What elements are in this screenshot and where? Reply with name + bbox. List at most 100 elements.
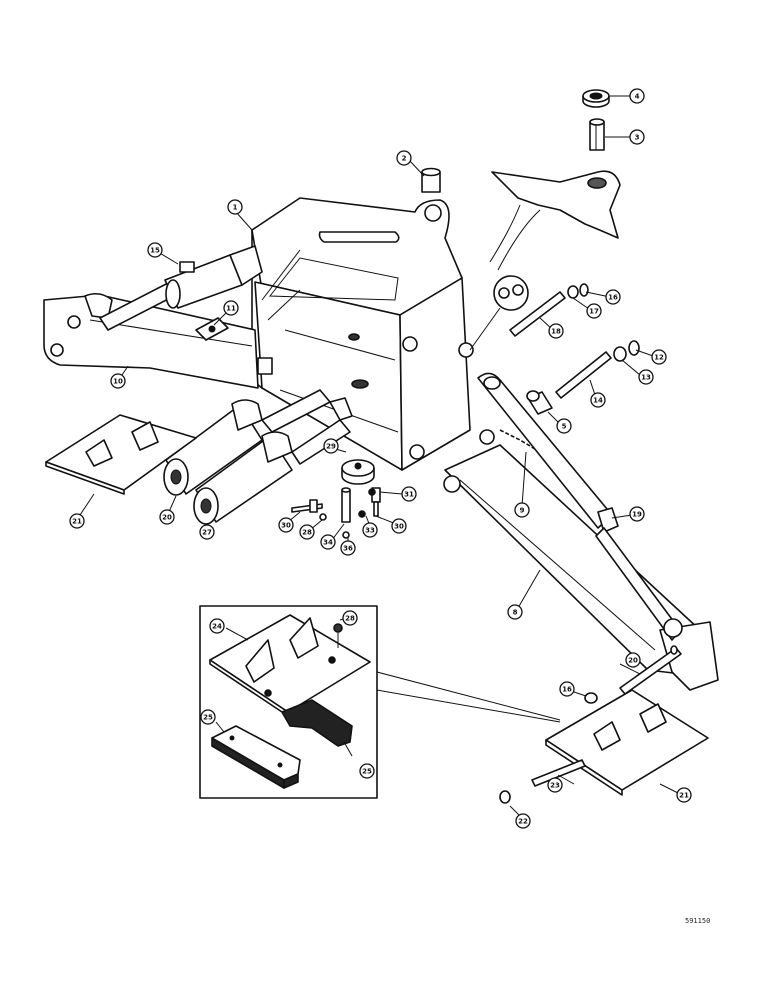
callout-balloon bbox=[548, 323, 564, 339]
callout-31: 31 bbox=[401, 486, 417, 502]
washer-part-22 bbox=[499, 790, 511, 804]
callout-balloon bbox=[199, 524, 215, 540]
callout-23: 23 bbox=[547, 777, 563, 793]
callout-number: 21 bbox=[72, 518, 82, 526]
cylinder-part-19 bbox=[477, 372, 683, 641]
callout-15: 15 bbox=[147, 242, 163, 258]
callout-balloon bbox=[223, 300, 239, 316]
callout-number: 17 bbox=[589, 308, 599, 316]
callout-number: 21 bbox=[679, 792, 689, 800]
callout-balloon bbox=[605, 289, 621, 305]
callout-number: 33 bbox=[365, 527, 375, 535]
link-arm-part-10 bbox=[43, 292, 259, 389]
callout-number: 15 bbox=[150, 247, 160, 255]
callout-number: 20 bbox=[628, 657, 638, 665]
main-frame-part-1 bbox=[251, 197, 495, 471]
callout-balloon bbox=[559, 681, 575, 697]
callout-2: 2 bbox=[396, 150, 412, 166]
callout-balloon bbox=[391, 518, 407, 534]
callout-14: 14 bbox=[590, 392, 606, 408]
callout-balloon bbox=[590, 392, 606, 408]
callout-24: 24 bbox=[209, 618, 225, 634]
plate-part-29 bbox=[341, 459, 375, 485]
callout-number: 25 bbox=[203, 714, 213, 722]
callout-balloon bbox=[396, 150, 412, 166]
pad-part-21-right bbox=[545, 689, 709, 796]
callout-13: 13 bbox=[638, 369, 654, 385]
callout-27: 27 bbox=[199, 524, 215, 540]
callout-20: 20 bbox=[625, 652, 641, 668]
bushing-detail-6 bbox=[469, 275, 529, 351]
callout-25: 25 bbox=[359, 763, 375, 779]
washer-part-16-lower bbox=[584, 692, 598, 704]
callout-36: 36 bbox=[340, 540, 356, 556]
callout-number: 29 bbox=[326, 443, 336, 451]
callout-balloon bbox=[159, 509, 175, 525]
callout-balloon bbox=[342, 610, 358, 626]
callout-number: 3 bbox=[635, 134, 640, 142]
callout-28: 28 bbox=[299, 524, 315, 540]
callout-balloon bbox=[359, 763, 375, 779]
callout-34: 34 bbox=[320, 534, 336, 550]
callout-number: 16 bbox=[608, 294, 618, 302]
callout-number: 25 bbox=[362, 768, 372, 776]
callout-balloon bbox=[200, 709, 216, 725]
callout-20: 20 bbox=[159, 509, 175, 525]
callout-balloon bbox=[278, 517, 294, 533]
callout-16: 16 bbox=[605, 289, 621, 305]
callout-number: 36 bbox=[343, 545, 353, 553]
callout-number: 19 bbox=[632, 511, 642, 519]
bushing-part-2 bbox=[421, 167, 441, 193]
callout-number: 22 bbox=[518, 818, 528, 826]
pad-part-21-left bbox=[45, 414, 197, 495]
callout-number: 10 bbox=[113, 378, 123, 386]
pin-part-23 bbox=[531, 759, 586, 787]
callout-balloon bbox=[629, 129, 645, 145]
washer-part-17 bbox=[567, 285, 579, 299]
washer-part-13 bbox=[613, 346, 627, 362]
callout-balloon bbox=[547, 777, 563, 793]
callout-9: 9 bbox=[514, 502, 530, 518]
callout-number: 5 bbox=[562, 423, 567, 431]
callout-number: 9 bbox=[520, 507, 525, 515]
callout-number: 4 bbox=[635, 93, 640, 101]
callout-balloon bbox=[110, 373, 126, 389]
callout-number: 30 bbox=[394, 523, 404, 531]
callout-number: 31 bbox=[404, 491, 414, 499]
callout-number: 28 bbox=[302, 529, 312, 537]
callout-number: 20 bbox=[162, 514, 172, 522]
callout-number: 28 bbox=[345, 615, 355, 623]
callout-19: 19 bbox=[629, 506, 645, 522]
callout-28: 28 bbox=[342, 610, 358, 626]
callout-balloon bbox=[629, 88, 645, 104]
callout-balloon bbox=[340, 540, 356, 556]
callout-1: 1 bbox=[227, 199, 243, 215]
bracket-detail bbox=[489, 170, 621, 271]
callout-balloon bbox=[209, 618, 225, 634]
callout-5: 5 bbox=[556, 418, 572, 434]
bushing-part-5 bbox=[526, 390, 553, 415]
callout-number: 14 bbox=[593, 397, 603, 405]
inset-detail-box bbox=[199, 605, 378, 799]
callout-10: 10 bbox=[110, 373, 126, 389]
pin-part-14 bbox=[555, 351, 612, 399]
callout-number: 11 bbox=[226, 305, 236, 313]
callout-balloon bbox=[651, 349, 667, 365]
hardware-group bbox=[291, 487, 381, 539]
bracket-part-11 bbox=[195, 317, 229, 341]
cylinder-part-27 bbox=[193, 397, 353, 525]
callout-balloon bbox=[507, 604, 523, 620]
callout-balloon bbox=[323, 438, 339, 454]
callout-number: 30 bbox=[281, 522, 291, 530]
callout-number: 18 bbox=[551, 328, 561, 336]
callout-22: 22 bbox=[515, 813, 531, 829]
callout-number: 23 bbox=[550, 782, 560, 790]
cylinder-part-20 bbox=[163, 389, 331, 496]
callout-12: 12 bbox=[651, 349, 667, 365]
callout-25: 25 bbox=[200, 709, 216, 725]
callout-18: 18 bbox=[548, 323, 564, 339]
callout-17: 17 bbox=[586, 303, 602, 319]
callout-number: 8 bbox=[513, 609, 518, 617]
callout-balloon bbox=[629, 506, 645, 522]
